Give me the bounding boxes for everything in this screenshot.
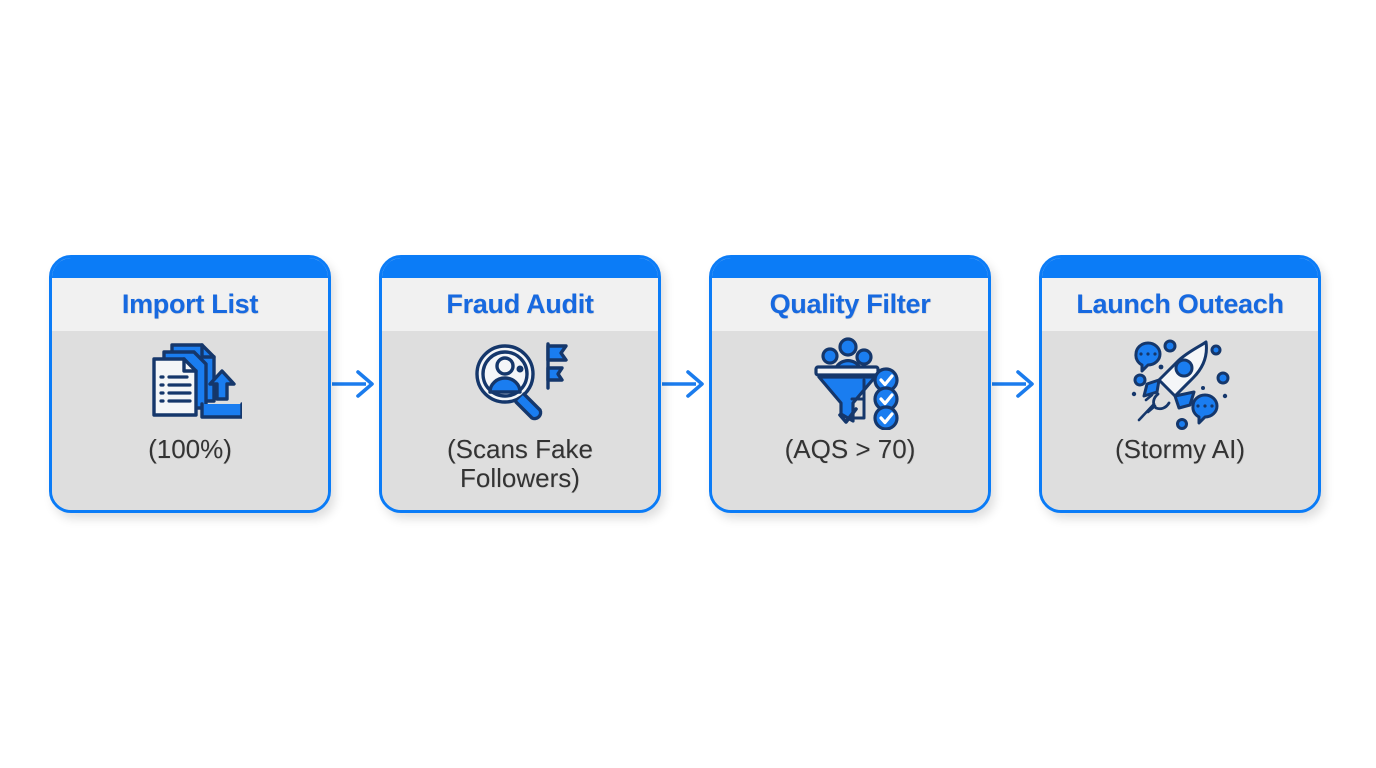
rocket-chat-icon bbox=[1125, 335, 1235, 431]
card-body: (Stormy AI) bbox=[1042, 331, 1318, 510]
step-title: Import List bbox=[121, 289, 259, 319]
card-title-band: Fraud Audit bbox=[382, 278, 658, 331]
arrow-right-icon bbox=[662, 370, 704, 398]
card-title-band: Import List bbox=[52, 278, 328, 331]
step-subtitle: (Scans Fake Followers) bbox=[447, 434, 593, 494]
step-card-fraud-audit[interactable]: Fraud Audit bbox=[379, 255, 661, 513]
step-card-import-list[interactable]: Import List bbox=[49, 255, 331, 513]
step-subtitle: (AQS > 70) bbox=[784, 434, 916, 464]
step-card-launch-outeach[interactable]: Launch Outeach bbox=[1039, 255, 1321, 513]
card-accent-bar bbox=[382, 258, 658, 278]
card-body: (100%) bbox=[52, 331, 328, 510]
step-card-quality-filter[interactable]: Quality Filter bbox=[709, 255, 991, 513]
connector-1 bbox=[331, 255, 379, 513]
card-title-band: Launch Outeach bbox=[1042, 278, 1318, 331]
right-spacer bbox=[1321, 384, 1322, 385]
arrow-right-icon bbox=[992, 370, 1034, 398]
card-accent-bar bbox=[712, 258, 988, 278]
connector-2 bbox=[661, 255, 709, 513]
card-body: (Scans Fake Followers) bbox=[382, 331, 658, 510]
card-title-band: Quality Filter bbox=[712, 278, 988, 331]
step-title: Launch Outeach bbox=[1076, 289, 1284, 319]
funnel-checklist-icon bbox=[795, 335, 905, 431]
card-accent-bar bbox=[1042, 258, 1318, 278]
step-title: Quality Filter bbox=[769, 289, 931, 319]
card-accent-bar bbox=[52, 258, 328, 278]
magnifier-person-flags-icon bbox=[465, 335, 575, 431]
arrow-right-icon bbox=[332, 370, 374, 398]
step-title: Fraud Audit bbox=[446, 289, 594, 319]
card-body: (AQS > 70) bbox=[712, 331, 988, 510]
connector-3 bbox=[991, 255, 1039, 513]
step-subtitle: (100%) bbox=[148, 434, 232, 464]
process-flow-row: Import List bbox=[0, 255, 1376, 513]
left-spacer bbox=[0, 384, 49, 385]
step-subtitle: (Stormy AI) bbox=[1114, 434, 1245, 464]
documents-upload-icon bbox=[135, 335, 245, 431]
